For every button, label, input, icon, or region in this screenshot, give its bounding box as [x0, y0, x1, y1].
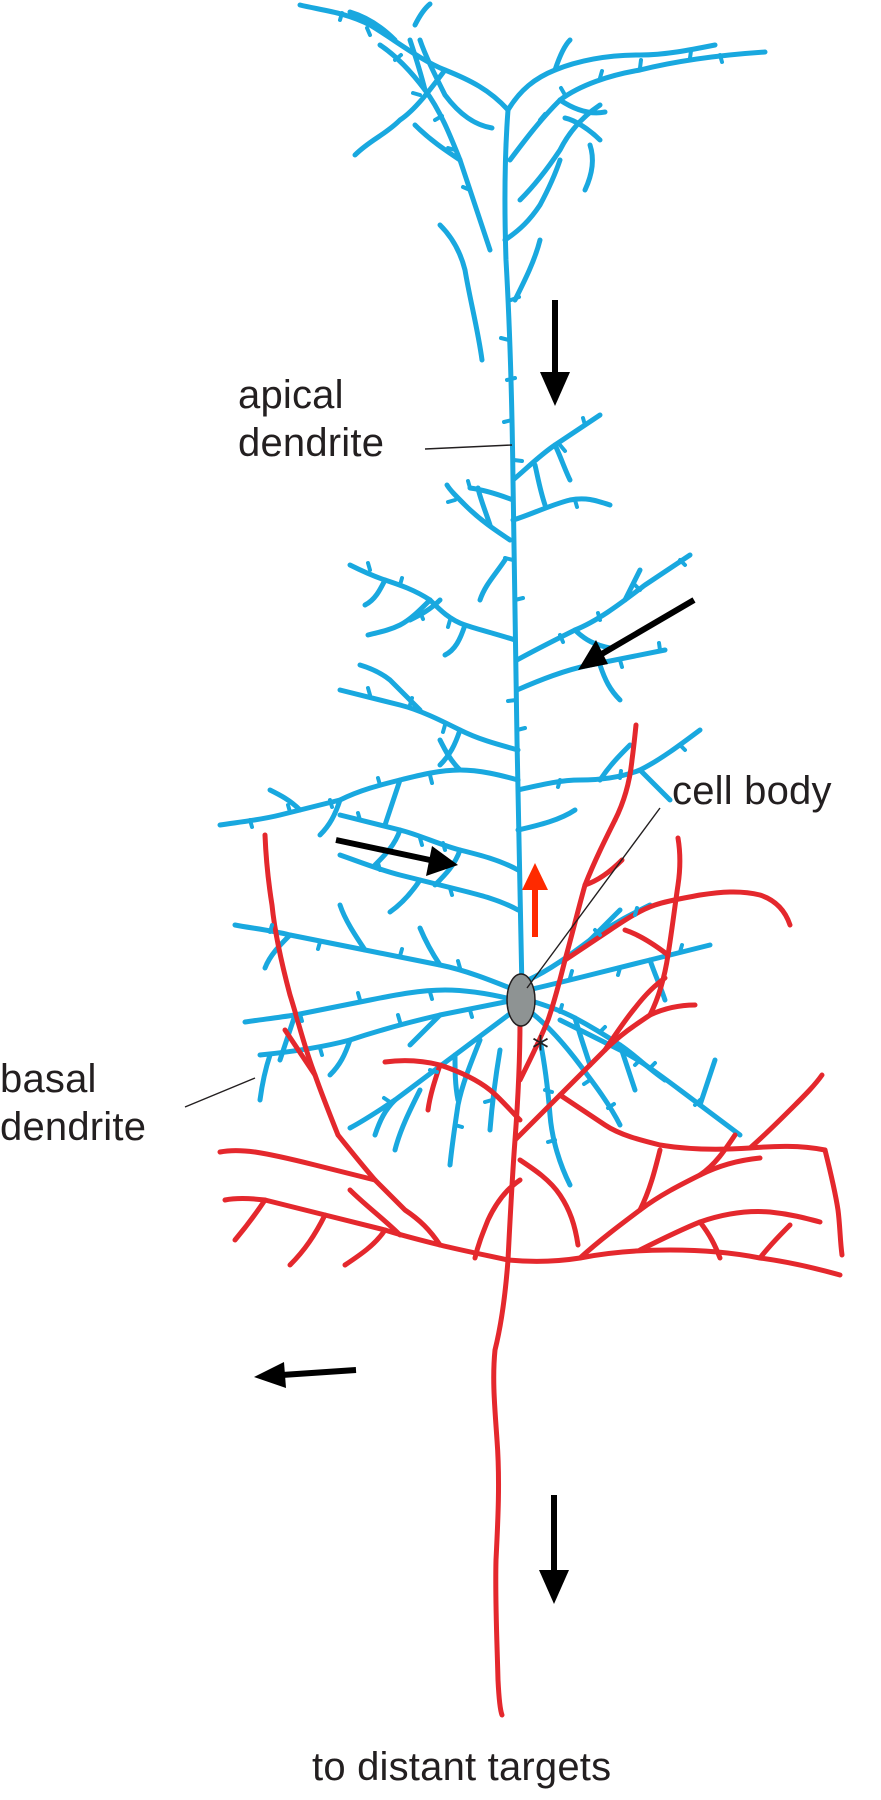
apical-dendrite-label: apical dendrite: [238, 371, 384, 467]
basal-label-line2: dendrite: [0, 1105, 147, 1149]
basal-label-line1: basal: [0, 1057, 97, 1101]
label-pointer-lines: [184, 444, 661, 1108]
apical-label-line1: apical: [238, 373, 344, 417]
basal-dendrite-label: basal dendrite: [0, 1055, 146, 1151]
soma-asterisk: *: [532, 1029, 549, 1069]
cell-body-label: cell body: [672, 769, 832, 813]
apical-label-line2: dendrite: [238, 421, 385, 465]
axon: [217, 722, 845, 1718]
dendritic-spines: [248, 11, 724, 1144]
red-arrow-icon: [522, 863, 548, 937]
black-arrow-icon: [254, 300, 696, 1604]
basal-dendrites: [232, 902, 743, 1188]
apical-dendrite: [217, 1, 768, 993]
distant-targets-label: to distant targets: [312, 1745, 612, 1789]
